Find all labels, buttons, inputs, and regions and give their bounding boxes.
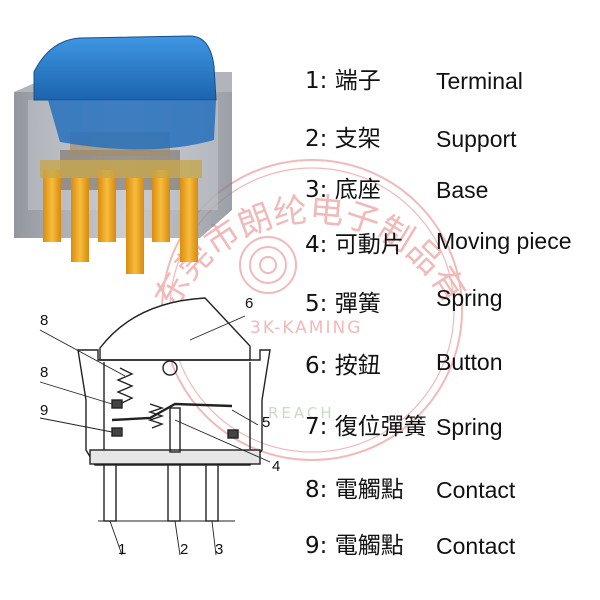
legend-label-en: Base [436,177,489,203]
return-spring [116,367,134,405]
callout-6: 6 [245,295,254,312]
legend-label-cn: 4: 可動片 [305,232,404,258]
terminal-pin [71,178,89,262]
legend-label-cn: 5: 彈簧 [305,291,381,317]
legend-label-en: Contact [436,533,516,559]
button-outline [99,297,251,361]
legend-item-contact-9: 9: 電觸點 Contact [305,529,595,563]
contact-9 [111,427,123,437]
watermark-sub: REACH [268,404,335,422]
callout-5: 5 [262,414,271,431]
terminal-pin [180,178,198,262]
legend-item-base: 3: 底座 Base [305,173,595,207]
legend-label-cn: 9: 電觸點 [305,533,404,559]
terminal-pin [126,178,144,274]
legend-item-button: 6: 按鈕 Button [305,349,595,383]
contact-8 [111,399,123,409]
legend-item-terminal: 1: 端子 Terminal [305,64,595,98]
legend-item-support: 2: 支架 Support [305,122,595,156]
legend-item-contact-8: 8: 電觸點 Contact [305,473,595,507]
legend-label-en: Spring [436,285,503,311]
legend-label-cn: 2: 支架 [305,126,381,152]
callout-4: 4 [272,458,281,475]
legend-label-cn: 8: 電觸點 [305,477,404,503]
terminal-2 [167,464,181,522]
legend-label-en: Contact [436,477,516,503]
legend-label-cn: 6: 按鈕 [305,353,381,379]
legend-label-cn: 7: 復位彈簧 [305,414,427,440]
callout-9: 9 [40,402,49,419]
legend-label-en: Button [436,349,503,375]
housing-outline [77,349,271,466]
callout-8-top: 8 [40,312,49,329]
cross-section-drawing [39,297,271,556]
terminal-pin [43,170,61,242]
moving-piece [111,402,233,422]
terminal-pin [98,170,116,242]
callout-3: 3 [215,541,224,558]
switch-3d-illustration [14,35,232,274]
legend-item-spring: 5: 彈簧 Spring [305,285,595,321]
legend-item-moving-piece: 4: 可動片 Moving piece [305,228,595,262]
legend-label-cn: 1: 端子 [305,68,381,94]
terminal-pin [152,170,170,242]
rocker-button [33,35,217,101]
terminal-3 [205,464,219,522]
legend-label-en: Support [436,126,517,152]
callout-2: 2 [180,541,189,558]
legend-label-cn: 3: 底座 [305,177,381,203]
legend-label-en: Spring [436,414,503,440]
callout-8-lower: 8 [40,364,49,381]
contact-spring [147,403,165,429]
watermark-brand: 3K-KAMING [250,318,363,338]
legend-item-return-spring: 7: 復位彈簧 Spring [305,410,595,444]
callout-1: 1 [118,541,127,558]
legend-label-en: Terminal [436,68,523,94]
terminal-1 [103,464,117,522]
legend-label-en: Moving piece [436,228,572,254]
